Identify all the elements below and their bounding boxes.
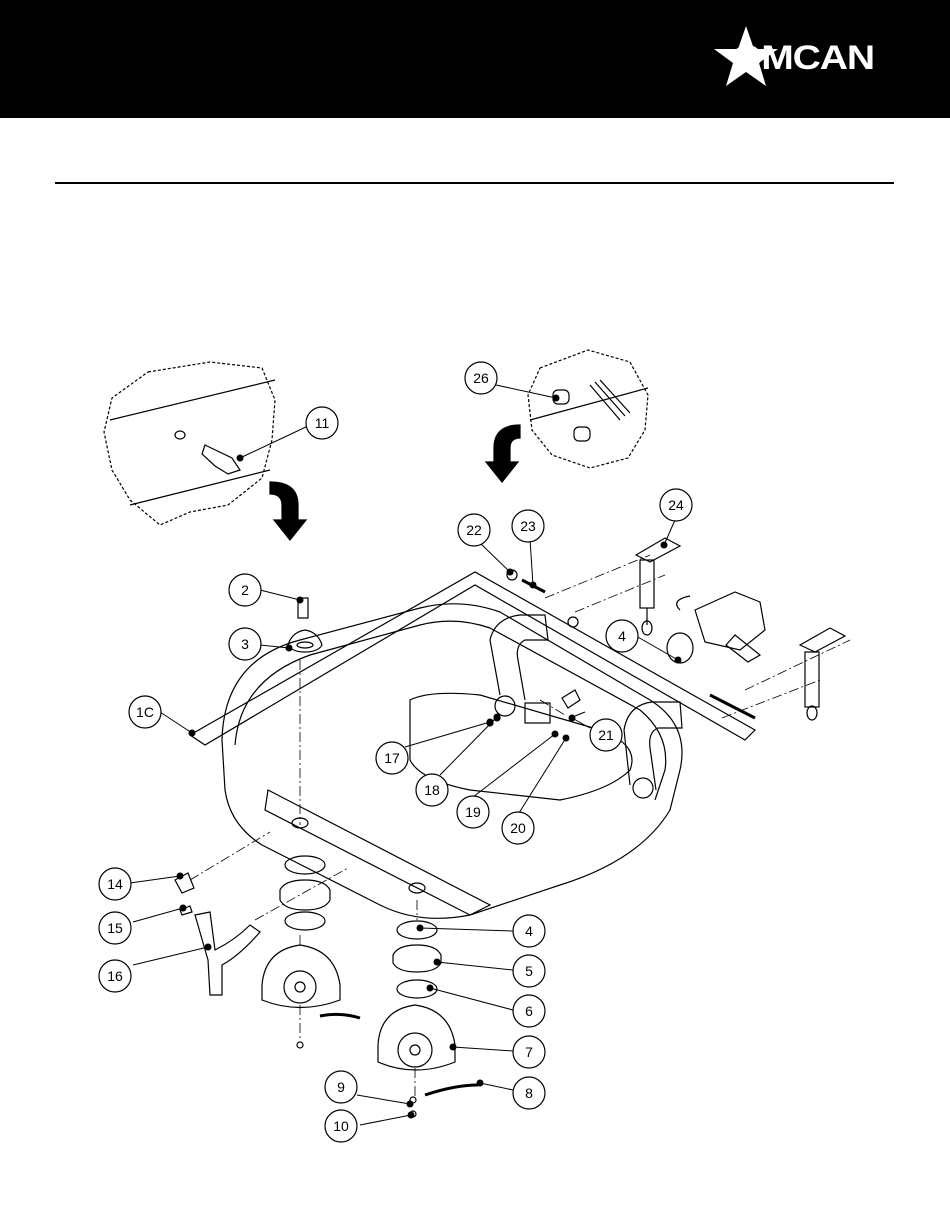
drain-housing-left (262, 945, 340, 1008)
drain-channel (265, 790, 490, 915)
callout-19-label: 19 (465, 804, 481, 820)
callout-18-label: 18 (424, 782, 440, 798)
callout-17-label: 17 (384, 750, 400, 766)
detail-bubble-right (528, 350, 648, 468)
handle-right (624, 702, 682, 790)
callout-5-label: 5 (525, 963, 533, 979)
callout-16-label: 16 (107, 968, 123, 984)
handle-left (490, 615, 548, 700)
y-fitting (195, 912, 260, 995)
callout-21-label: 21 (598, 727, 614, 743)
callout-20-label: 20 (510, 820, 526, 836)
callout-4-top-label: 4 (618, 628, 626, 644)
callout-1c-label: 1C (136, 704, 154, 720)
drain-housing-right (378, 1005, 455, 1070)
callout-3-label: 3 (241, 636, 249, 652)
callout-15-label: 15 (107, 920, 123, 936)
callout-4-bottom-label: 4 (525, 923, 533, 939)
callout-10-label: 10 (333, 1118, 349, 1134)
elbow-fitting-detail (175, 431, 240, 474)
callout-23-label: 23 (520, 518, 536, 534)
valve-assembly (677, 592, 765, 662)
arrow-down-right (486, 425, 520, 482)
callout-11-label: 11 (315, 415, 330, 431)
arrow-down-left (270, 482, 306, 540)
callout-2-label: 2 (241, 582, 249, 598)
callout-9-label: 9 (337, 1079, 345, 1095)
callout-8-label: 8 (525, 1085, 533, 1101)
gas-spring-right (800, 628, 845, 720)
callout-7-label: 7 (525, 1044, 533, 1060)
callout-14-label: 14 (107, 876, 123, 892)
callout-26-label: 26 (473, 370, 489, 386)
callout-22-label: 22 (466, 522, 482, 538)
gas-spring-top (636, 538, 680, 635)
callout-6-label: 6 (525, 1003, 533, 1019)
callout-24-label: 24 (668, 497, 684, 513)
